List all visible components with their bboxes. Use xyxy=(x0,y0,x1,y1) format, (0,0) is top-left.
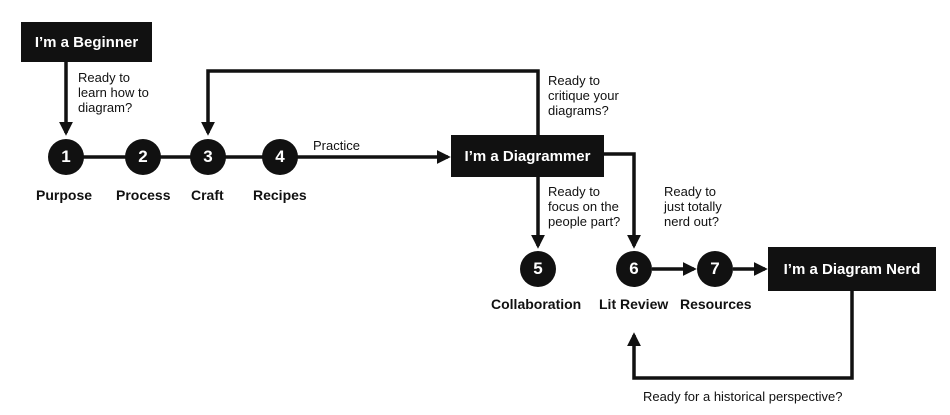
arrow-nerd-to-litreview xyxy=(627,291,854,380)
diagrammer-box: I’m a Diagrammer xyxy=(451,135,604,177)
note-practice: Practice xyxy=(313,138,360,153)
step-7-label: Resources xyxy=(680,296,752,312)
step-6-label: Lit Review xyxy=(599,296,669,312)
step-2-label: Process xyxy=(116,187,171,203)
arrow-diagrammer-to-6 xyxy=(604,152,641,249)
arrow-diagrammer-to-craft xyxy=(201,69,540,136)
step-4-node: 4 xyxy=(262,139,298,175)
step-1-label: Purpose xyxy=(36,187,93,203)
step-5-label: Collaboration xyxy=(491,296,582,312)
step-4-label: Recipes xyxy=(253,187,307,203)
note-ready-to-nerd-out: Ready to just totally nerd out? xyxy=(664,184,722,229)
step-2-node: 2 xyxy=(125,139,161,175)
note-ready-people-part: Ready to focus on the people part? xyxy=(548,184,621,229)
step-6-node: 6 xyxy=(616,251,652,287)
step-1-node: 1 xyxy=(48,139,84,175)
diagram-nerd-box: I’m a Diagram Nerd xyxy=(768,247,936,291)
step-3-label: Craft xyxy=(191,187,224,203)
note-ready-historical: Ready for a historical perspective? xyxy=(643,389,843,404)
step-5-node: 5 xyxy=(520,251,556,287)
beginner-box: I’m a Beginner xyxy=(21,22,152,62)
step-7-node: 7 xyxy=(697,251,733,287)
step-3-node: 3 xyxy=(190,139,226,175)
note-ready-to-learn: Ready to learn how to diagram? xyxy=(78,70,149,115)
note-ready-to-critique: Ready to critique your diagrams? xyxy=(548,73,619,118)
